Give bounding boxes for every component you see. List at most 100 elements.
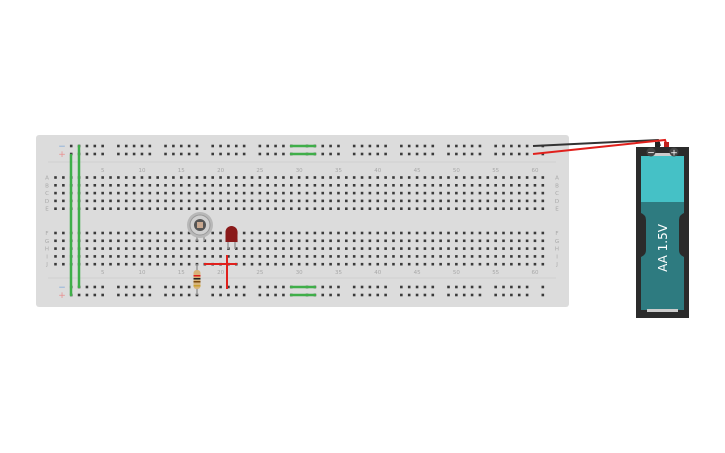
breadboard-hole[interactable] (179, 262, 183, 266)
breadboard-hole[interactable] (234, 255, 238, 258)
breadboard-hole[interactable] (525, 207, 529, 210)
breadboard-hole[interactable] (345, 184, 348, 187)
breadboard-hole[interactable] (132, 293, 136, 297)
breadboard-hole[interactable] (352, 184, 356, 187)
breadboard-hole[interactable] (360, 176, 364, 179)
breadboard-hole[interactable] (266, 247, 270, 250)
breadboard-hole[interactable] (266, 184, 270, 187)
breadboard-hole[interactable] (360, 262, 364, 266)
breadboard-hole[interactable] (148, 293, 152, 297)
breadboard-hole[interactable] (211, 293, 214, 297)
breadboard-hole[interactable] (423, 239, 427, 243)
breadboard-hole[interactable] (329, 199, 332, 203)
breadboard-hole[interactable] (156, 191, 159, 195)
breadboard-hole[interactable] (384, 144, 387, 148)
breadboard-hole[interactable] (85, 239, 89, 243)
breadboard-hole[interactable] (219, 144, 222, 148)
breadboard-hole[interactable] (447, 199, 450, 203)
breadboard-hole[interactable] (360, 191, 364, 195)
breadboard-hole[interactable] (423, 231, 427, 235)
breadboard-hole[interactable] (187, 285, 191, 289)
breadboard-hole[interactable] (455, 191, 458, 195)
breadboard-hole[interactable] (290, 191, 293, 195)
breadboard-hole[interactable] (187, 255, 191, 258)
breadboard-hole[interactable] (258, 199, 262, 203)
breadboard-hole[interactable] (360, 152, 364, 156)
breadboard-hole[interactable] (164, 285, 167, 289)
breadboard-hole[interactable] (525, 239, 529, 243)
breadboard-hole[interactable] (101, 255, 104, 258)
breadboard-hole[interactable] (329, 255, 332, 258)
breadboard-hole[interactable] (297, 255, 301, 258)
breadboard-hole[interactable] (140, 262, 144, 266)
breadboard-hole[interactable] (407, 255, 411, 258)
breadboard-hole[interactable] (431, 207, 435, 210)
breadboard-hole[interactable] (415, 176, 419, 179)
breadboard-hole[interactable] (423, 293, 427, 297)
breadboard-hole[interactable] (140, 199, 144, 203)
breadboard-hole[interactable] (392, 191, 395, 195)
breadboard-hole[interactable] (187, 144, 191, 148)
resistor[interactable] (193, 264, 201, 295)
breadboard-hole[interactable] (415, 144, 419, 148)
breadboard-hole[interactable] (462, 231, 466, 235)
breadboard-hole[interactable] (305, 176, 309, 179)
breadboard-hole[interactable] (227, 255, 230, 258)
breadboard-hole[interactable] (384, 247, 387, 250)
breadboard-hole[interactable] (93, 262, 97, 266)
breadboard-hole[interactable] (510, 191, 513, 195)
breadboard-hole[interactable] (266, 239, 270, 243)
breadboard-hole[interactable] (297, 199, 301, 203)
breadboard-hole[interactable] (195, 191, 199, 195)
breadboard-hole[interactable] (478, 293, 482, 297)
breadboard-hole[interactable] (352, 247, 356, 250)
breadboard-hole[interactable] (227, 176, 230, 179)
breadboard-hole[interactable] (455, 144, 458, 148)
breadboard-hole[interactable] (101, 207, 104, 210)
breadboard-hole[interactable] (305, 207, 309, 210)
breadboard-hole[interactable] (400, 152, 403, 156)
breadboard-hole[interactable] (360, 207, 364, 210)
breadboard-hole[interactable] (525, 176, 529, 179)
breadboard-hole[interactable] (510, 207, 513, 210)
breadboard-hole[interactable] (352, 152, 356, 156)
breadboard-hole[interactable] (219, 255, 222, 258)
breadboard-hole[interactable] (368, 207, 372, 210)
breadboard-hole[interactable] (132, 144, 136, 148)
breadboard-hole[interactable] (455, 239, 458, 243)
breadboard-hole[interactable] (140, 231, 144, 235)
breadboard-hole[interactable] (203, 247, 207, 250)
breadboard-hole[interactable] (494, 199, 497, 203)
breadboard-hole[interactable] (447, 255, 450, 258)
breadboard-hole[interactable] (368, 152, 372, 156)
breadboard-hole[interactable] (517, 144, 521, 148)
breadboard-hole[interactable] (187, 199, 191, 203)
breadboard-hole[interactable] (431, 247, 435, 250)
breadboard-hole[interactable] (447, 176, 450, 179)
breadboard-hole[interactable] (172, 144, 175, 148)
breadboard-hole[interactable] (242, 199, 246, 203)
breadboard-hole[interactable] (109, 262, 112, 266)
breadboard-hole[interactable] (313, 207, 317, 210)
breadboard-hole[interactable] (132, 176, 136, 179)
breadboard-hole[interactable] (525, 247, 529, 250)
breadboard-hole[interactable] (124, 144, 128, 148)
breadboard-hole[interactable] (101, 191, 104, 195)
breadboard-hole[interactable] (470, 247, 474, 250)
breadboard-hole[interactable] (227, 144, 230, 148)
breadboard-hole[interactable] (486, 191, 490, 195)
breadboard-hole[interactable] (297, 239, 301, 243)
breadboard-hole[interactable] (407, 184, 411, 187)
breadboard-hole[interactable] (368, 262, 372, 266)
breadboard-hole[interactable] (258, 191, 262, 195)
breadboard-hole[interactable] (258, 293, 262, 297)
breadboard-hole[interactable] (164, 239, 167, 243)
breadboard-hole[interactable] (470, 152, 474, 156)
breadboard-hole[interactable] (502, 199, 505, 203)
breadboard-hole[interactable] (282, 144, 285, 148)
breadboard-hole[interactable] (407, 285, 411, 289)
breadboard-hole[interactable] (148, 199, 152, 203)
breadboard-hole[interactable] (179, 144, 183, 148)
breadboard-hole[interactable] (321, 293, 325, 297)
breadboard-hole[interactable] (250, 191, 254, 195)
